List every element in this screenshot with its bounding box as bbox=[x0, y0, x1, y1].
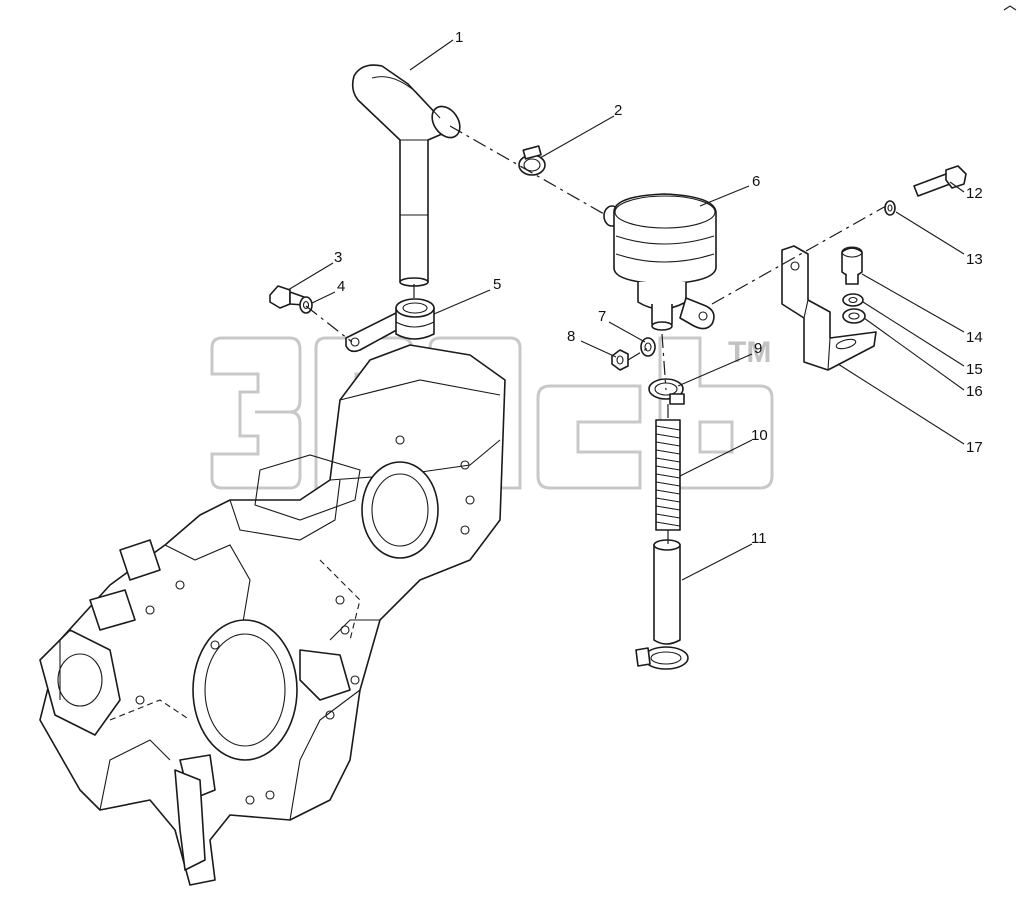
breather-pipe bbox=[351, 64, 461, 287]
callout-13: 13 bbox=[966, 251, 983, 268]
leader-lines bbox=[287, 39, 965, 581]
hose-clamp-lower bbox=[635, 646, 689, 670]
assembly-lines bbox=[305, 125, 887, 545]
drain-hose bbox=[653, 539, 681, 645]
grommet-bracket bbox=[345, 298, 435, 353]
bolt-3 bbox=[269, 285, 305, 309]
callout-11: 11 bbox=[751, 530, 767, 547]
mounting-bracket bbox=[781, 245, 877, 371]
socket-screw-14 bbox=[841, 246, 863, 285]
gear-housing bbox=[39, 344, 506, 886]
callout-14: 14 bbox=[966, 329, 983, 346]
callout-labels: 1 2 3 4 5 6 7 8 9 10 11 12 13 14 15 16 1… bbox=[334, 29, 983, 547]
watermark-tm: TM bbox=[728, 336, 771, 369]
callout-15: 15 bbox=[966, 361, 983, 378]
washer-16 bbox=[842, 308, 866, 324]
callout-6: 6 bbox=[752, 173, 760, 190]
hose-clamp-upper bbox=[518, 145, 546, 176]
corner-mark bbox=[1003, 5, 1017, 11]
nut-8 bbox=[611, 349, 629, 371]
callout-5: 5 bbox=[493, 276, 501, 293]
callout-8: 8 bbox=[567, 328, 575, 345]
washer-7 bbox=[640, 337, 656, 357]
oil-separator bbox=[603, 193, 717, 331]
spring bbox=[655, 419, 681, 531]
callout-9: 9 bbox=[754, 340, 762, 357]
callout-2: 2 bbox=[614, 102, 622, 119]
callout-16: 16 bbox=[966, 383, 983, 400]
watermark-logo: TM bbox=[210, 336, 774, 490]
washer-15 bbox=[842, 293, 864, 307]
callout-3: 3 bbox=[334, 249, 342, 266]
callout-1: 1 bbox=[455, 29, 463, 46]
washer-4 bbox=[299, 296, 313, 314]
hose-clamp-9 bbox=[648, 378, 685, 405]
callout-7: 7 bbox=[598, 308, 606, 325]
callout-4: 4 bbox=[337, 278, 345, 295]
washer-13 bbox=[884, 200, 896, 216]
callout-12: 12 bbox=[966, 185, 983, 202]
callout-10: 10 bbox=[751, 427, 768, 444]
bolt-12 bbox=[913, 165, 967, 197]
callout-17: 17 bbox=[966, 439, 983, 456]
